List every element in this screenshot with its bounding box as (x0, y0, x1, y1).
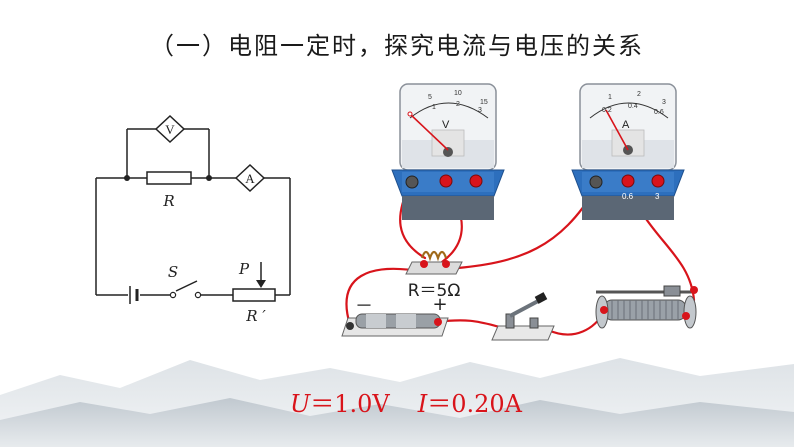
svg-text:2: 2 (456, 101, 460, 108)
schematic-ammeter (234, 163, 266, 193)
ammeter-device: A 1 2 3 0.2 0.4 0.6 0.6 3 (571, 83, 685, 220)
svg-text:3: 3 (655, 192, 660, 201)
voltage-value: ＝1.0V (310, 390, 390, 418)
slider-arrow (256, 280, 266, 288)
schematic-rheostat-label: R ′ (245, 307, 266, 325)
svg-text:0.4: 0.4 (628, 103, 638, 110)
svg-text:15: 15 (480, 99, 488, 106)
voltmeter-unit: V (442, 119, 450, 131)
schematic-nodes (124, 175, 212, 299)
svg-text:5: 5 (428, 94, 432, 101)
ammeter-terminal-3[interactable] (651, 174, 665, 188)
svg-text:0.2: 0.2 (602, 107, 612, 114)
svg-text:0.6: 0.6 (654, 109, 664, 116)
schematic-voltmeter-label: V (165, 122, 175, 137)
rheostat-device (595, 285, 698, 329)
resistor-board (405, 250, 463, 275)
svg-text:1: 1 (608, 94, 612, 101)
battery-pack (341, 313, 449, 337)
schematic-rheostat (232, 288, 276, 302)
svg-text:3: 3 (478, 107, 482, 114)
voltmeter-terminal-neg[interactable] (405, 175, 419, 189)
ammeter-unit: A (622, 119, 630, 131)
schematic-resistor-label: R (162, 192, 174, 210)
schematic-voltmeter (154, 114, 186, 144)
schematic-slider-label: P (238, 260, 250, 278)
svg-text:0.6: 0.6 (622, 192, 634, 201)
svg-text:1: 1 (432, 104, 436, 111)
voltage-symbol: U (290, 390, 311, 418)
knife-switch[interactable] (491, 292, 555, 341)
voltmeter-terminal-15[interactable] (469, 174, 483, 188)
ammeter-terminal-neg[interactable] (589, 175, 603, 189)
battery-plus-label: + (432, 294, 447, 315)
svg-text:3: 3 (662, 99, 666, 106)
page-title: （一）电阻一定时，探究电流与电压的关系 (150, 32, 644, 60)
measurement-reading: U＝1.0V I＝0.20A (290, 384, 522, 419)
svg-text:2: 2 (637, 91, 641, 98)
current-value: ＝0.20A (427, 390, 522, 418)
ammeter-needle (605, 109, 629, 151)
svg-text:10: 10 (454, 90, 462, 97)
schematic-switch-label: S (168, 263, 178, 281)
schematic-ammeter-label: A (245, 171, 255, 186)
battery-minus-label: － (355, 296, 373, 317)
schematic-resistor (146, 171, 192, 185)
circuit-schematic (95, 128, 291, 304)
voltmeter-terminal-3[interactable] (439, 174, 453, 188)
voltmeter-needle (409, 113, 449, 151)
ammeter-terminal-0.6[interactable] (621, 174, 635, 188)
current-symbol: I (417, 390, 428, 418)
voltmeter-device: V 5 10 15 1 2 3 (391, 83, 505, 220)
resistor-board-label: R＝5Ω (408, 281, 461, 301)
